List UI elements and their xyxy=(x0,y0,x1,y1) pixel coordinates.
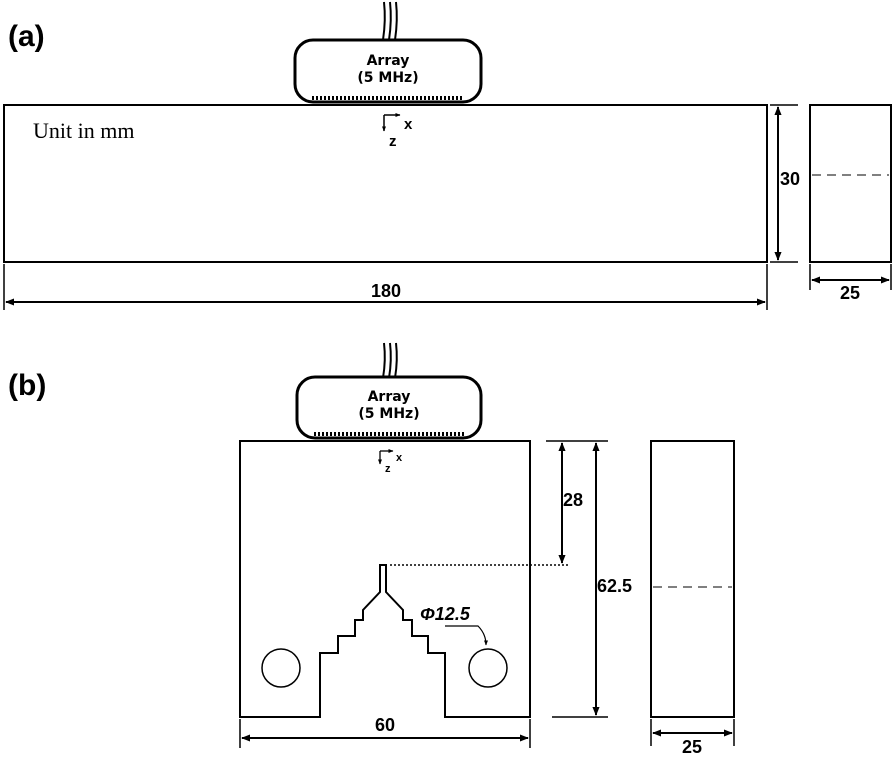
probe-a-label-2: (5 MHz) xyxy=(357,70,418,86)
axis-x-label-a: x xyxy=(404,116,413,133)
unit-label: Unit in mm xyxy=(33,118,134,143)
side-view-b: 25 xyxy=(650,440,735,757)
probe-cable-a xyxy=(382,1,398,41)
panel-b: (b) Array (5 MHz) Φ12.5 x z xyxy=(8,342,735,757)
panel-a: (a) Array (5 MHz) Unit in mm x z xyxy=(3,1,892,310)
dim-length-a: 180 xyxy=(371,281,401,301)
dim-height-a: 30 xyxy=(780,169,800,189)
dimension-height-b: 62.5 xyxy=(552,442,632,718)
array-probe-b: Array (5 MHz) xyxy=(295,375,483,440)
probe-a-label-1: Array xyxy=(367,53,410,69)
axis-z-label-b: z xyxy=(385,463,391,475)
panel-b-label: (b) xyxy=(8,369,46,402)
probe-b-label-2: (5 MHz) xyxy=(358,406,419,422)
dim-width-b: 60 xyxy=(375,715,395,735)
panel-a-label: (a) xyxy=(8,20,45,53)
dimension-height-a: 30 xyxy=(770,104,800,263)
coordinate-axes-b: x z xyxy=(378,449,403,475)
probe-cable-b xyxy=(382,342,398,379)
dim-height-b: 62.5 xyxy=(597,576,632,596)
array-probe-a: Array (5 MHz) xyxy=(293,38,483,104)
dim-depth-b: 28 xyxy=(563,490,583,510)
side-view-a: 25 xyxy=(809,104,892,303)
dimension-depth-b: 28 xyxy=(546,440,608,564)
axis-z-label-a: z xyxy=(389,133,397,150)
specimen-block-b xyxy=(239,440,531,718)
hole-diameter-callout: Φ12.5 xyxy=(420,604,488,646)
hole-left xyxy=(261,648,301,688)
coordinate-axes-a: x z xyxy=(382,113,413,150)
hole-right xyxy=(468,648,508,688)
dim-side-width-b: 25 xyxy=(682,737,702,757)
axis-x-label-b: x xyxy=(396,452,403,464)
specimen-block-a xyxy=(3,104,768,263)
dimension-width-b: 60 xyxy=(239,715,531,748)
probe-b-label-1: Array xyxy=(368,389,411,405)
dimension-length-a: 180 xyxy=(3,264,768,310)
dim-hole-diameter: Φ12.5 xyxy=(420,604,471,624)
dim-side-width-a: 25 xyxy=(840,283,860,303)
